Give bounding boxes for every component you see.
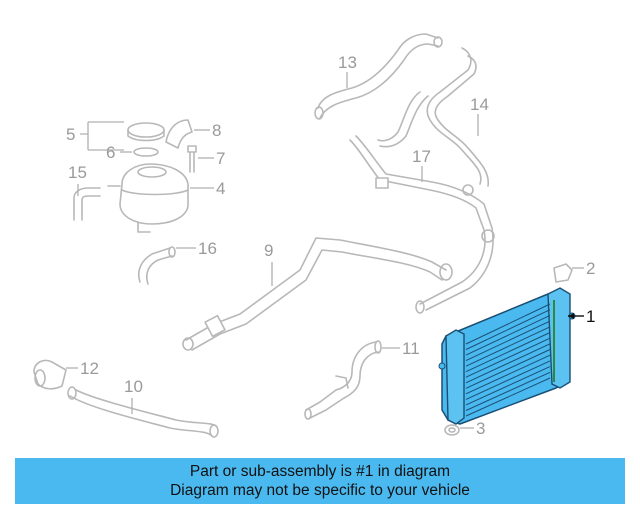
part-14-hose[interactable]	[377, 47, 490, 187]
banner-line-1: Part or sub-assembly is #1 in diagram	[189, 463, 451, 480]
callout-17: 17	[412, 147, 431, 166]
part-6-seal[interactable]	[133, 147, 159, 157]
radiator-fin	[465, 354, 551, 395]
part-16-small-hose[interactable]	[137, 246, 176, 285]
callout-1: 1	[586, 307, 595, 326]
radiator-fin	[465, 326, 551, 367]
part-17-coolant-pipe[interactable]	[349, 135, 495, 314]
callout-4: 4	[216, 179, 225, 198]
radiator-fin	[465, 377, 551, 417]
radiator-tank-right	[547, 287, 571, 389]
callout-2: 2	[586, 259, 595, 278]
radiator-fin	[465, 332, 551, 373]
part-11-bypass-hose[interactable]	[304, 340, 382, 420]
part-3-mount[interactable]	[444, 424, 460, 436]
radiator-fin	[465, 309, 551, 350]
info-banner: Part or sub-assembly is #1 in diagram Di…	[15, 458, 625, 504]
callout-11: 11	[402, 339, 420, 358]
callout-16: 16	[198, 239, 217, 258]
callout-8: 8	[212, 121, 221, 140]
callout-3: 3	[476, 419, 485, 438]
part-2-clip[interactable]	[553, 263, 573, 283]
callout-14: 14	[470, 95, 489, 114]
part-5-cap[interactable]	[127, 122, 165, 142]
leader-1-arrowhead	[568, 313, 574, 319]
part-7-bolt[interactable]	[187, 145, 197, 173]
part-12-elbow[interactable]	[33, 359, 67, 390]
part-8-connector[interactable]	[165, 119, 193, 149]
callout-13: 13	[338, 53, 357, 72]
radiator-fin	[465, 303, 551, 345]
radiator-tank-left	[445, 329, 465, 425]
callout-10: 10	[124, 377, 143, 396]
part-13-upper-hose[interactable]	[314, 33, 443, 120]
callout-12: 12	[80, 359, 99, 378]
part-1-radiator[interactable]	[438, 287, 576, 425]
part-10-lower-hose[interactable]	[67, 386, 219, 438]
leader-5	[80, 121, 124, 151]
callout-9: 9	[264, 241, 273, 260]
part-4-expansion-tank[interactable]	[107, 163, 189, 233]
radiator-fin	[465, 349, 551, 389]
radiator-fin	[465, 366, 551, 406]
radiator-fin	[465, 360, 551, 400]
callout-5: 5	[66, 125, 75, 144]
radiator-fin	[465, 314, 551, 356]
radiator-fin	[465, 337, 551, 378]
radiator-fin	[465, 320, 551, 362]
radiator-fins	[465, 303, 551, 417]
callout-7: 7	[216, 149, 225, 168]
parts-diagram: 13 14 17 9 5 6	[33, 33, 595, 438]
banner-line-2: Diagram may not be specific to your vehi…	[170, 482, 470, 499]
radiator-fin	[465, 343, 551, 384]
callout-15: 15	[68, 163, 87, 182]
part-9-lower-pipe[interactable]	[182, 237, 453, 351]
callout-6: 6	[106, 143, 115, 162]
radiator-fin	[465, 371, 551, 411]
